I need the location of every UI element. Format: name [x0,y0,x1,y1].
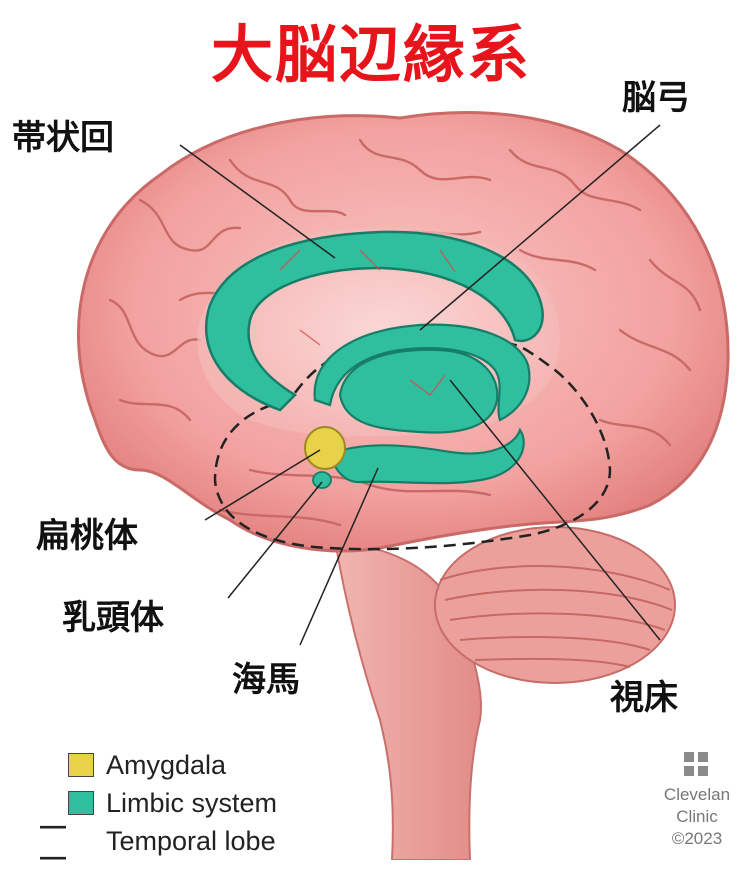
legend-label: Limbic system [106,788,277,819]
label-mammillary-body: 乳頭体 [62,590,164,639]
dashed-line-icon: — — [40,810,94,872]
legend-label: Temporal lobe [106,826,276,857]
label-thalamus: 視床 [610,670,678,719]
cleveland-clinic-credit: Clevelan Clinic ©2023 [662,752,732,850]
label-fornix: 脳弓 [622,70,690,119]
credit-line-2: Clinic [662,806,732,828]
label-cingulate-gyrus: 帯状回 [12,110,114,159]
legend-item-amygdala: Amygdala [40,746,277,784]
label-amygdala: 扁桃体 [36,508,138,557]
legend-item-temporal-lobe: — — Temporal lobe [40,822,277,860]
legend: Amygdala Limbic system — — Temporal lobe [40,746,277,860]
cleveland-clinic-logo-icon [684,752,710,778]
legend-label: Amygdala [106,750,226,781]
credit-line-1: Clevelan [662,784,732,806]
amygdala-swatch [68,753,94,777]
cerebellum [435,527,675,683]
amygdala [305,427,345,469]
label-hippocampus: 海馬 [232,652,300,701]
thalamus [340,350,497,433]
mammillary-body [313,472,331,488]
credit-line-3: ©2023 [662,828,732,850]
